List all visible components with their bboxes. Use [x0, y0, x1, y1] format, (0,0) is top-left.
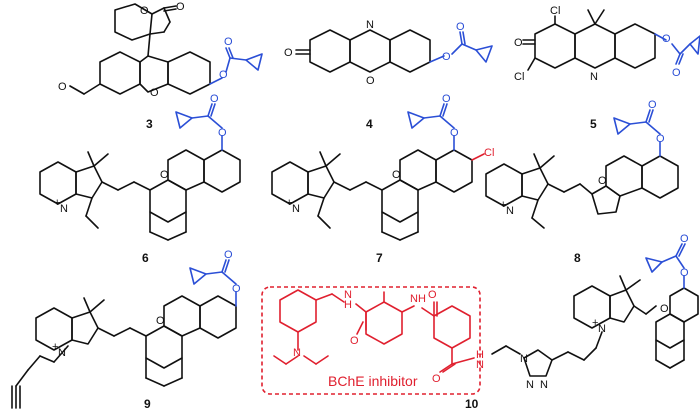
compound-6-structure: [39, 103, 241, 241]
compound-7-atom-o-ester-carbonyl: O: [442, 93, 451, 105]
compound-10-atom-n-triazole-2: N: [526, 379, 534, 391]
compound-10-atom-o-2: O: [428, 289, 437, 301]
compound-4-atom-o-ester-carbonyl: O: [456, 21, 465, 33]
compound-8-atom-o-ring: O: [598, 175, 607, 187]
compound-5-atom-o-ester-carbonyl: O: [672, 67, 681, 79]
compound-7-atom-n: N: [292, 203, 300, 215]
compound-5-atom-cl-top: Cl: [550, 5, 560, 17]
compound-10-atom-o-ring: O: [660, 303, 669, 315]
compound-4-atom-o-ester: O: [442, 51, 451, 63]
compound-10-atom-n-3: N: [476, 359, 484, 371]
compound-10-atom-o-3: O: [432, 373, 441, 385]
compound-10-atom-n-triazole-3: N: [540, 379, 548, 391]
compound-5-structure: [522, 9, 700, 71]
compound-8-label: 8: [574, 251, 581, 265]
compound-3-atom-o-ester-carbonyl: O: [224, 36, 233, 48]
compound-10-atom-h-3: H: [476, 349, 484, 361]
compound-10-label: 10: [465, 397, 479, 411]
compound-5-atom-cl-bottom: Cl: [514, 71, 524, 83]
compound-7-charge: +: [286, 197, 292, 209]
compound-10-atom-nh-2: NH: [410, 293, 426, 305]
compound-4-label: 4: [366, 117, 373, 131]
compound-10-charge: +: [592, 317, 598, 329]
compound-7-atom-cl: Cl: [484, 147, 494, 159]
compound-3-structure: [69, 3, 263, 95]
compound-4-atom-o-ring: O: [366, 75, 375, 87]
compound-6-atom-o-ester: O: [218, 127, 227, 139]
compound-9-atom-n: N: [58, 347, 66, 359]
compound-10-atom-o-1: O: [350, 335, 359, 347]
compound-3-atom-o-top: O: [140, 5, 149, 17]
compound-7-atom-o-ring: O: [392, 169, 401, 181]
bche-inhibitor-box: [261, 286, 481, 395]
compound-6-atom-n: N: [60, 203, 68, 215]
compound-3-label: 3: [146, 117, 153, 131]
compound-7-label: 7: [376, 251, 383, 265]
compound-9-atom-o-ester-carbonyl: O: [224, 249, 233, 261]
compound-9-atom-o-ester: O: [232, 283, 241, 295]
compound-9-charge: +: [52, 341, 58, 353]
compound-8-atom-n: N: [506, 205, 514, 217]
compound-8-charge: +: [500, 199, 506, 211]
compound-5-atom-o-ester: O: [662, 33, 671, 45]
compound-3-atom-o-ring: O: [150, 87, 159, 99]
compound-5-atom-o-keto: O: [514, 37, 523, 49]
compound-8-atom-o-ester: O: [656, 133, 665, 145]
compound-10-atom-n-amine: N: [293, 347, 301, 359]
compound-9-structure: [11, 259, 237, 409]
compound-6-charge: +: [54, 197, 60, 209]
compound-4-atom-n: N: [366, 19, 374, 31]
compound-10-atom-o-ester-carbonyl: O: [680, 233, 689, 245]
compound-10-atom-nh-1: H: [344, 299, 352, 311]
compound-6-label: 6: [142, 251, 149, 265]
compound-8-atom-o-ester-carbonyl: O: [648, 99, 657, 111]
compound-5-label: 5: [590, 117, 597, 131]
compound-3-atom-o-ester: O: [219, 69, 228, 81]
compound-4-structure: [295, 29, 493, 73]
compound-5-atom-n: N: [590, 71, 598, 83]
compound-3-atom-o-methoxy: O: [58, 81, 67, 93]
compound-10-atom-n-1: N: [344, 289, 352, 301]
compound-6-atom-o-ring: O: [160, 169, 169, 181]
compound-6-atom-o-ester-carbonyl: O: [210, 93, 219, 105]
compound-10-inhibitor-part: [273, 289, 475, 373]
compound-9-atom-o-ring: O: [156, 315, 165, 327]
compound-4-atom-o-keto: O: [284, 47, 293, 59]
compound-10-probe-part: [491, 243, 699, 377]
compound-3-atom-o-carbonyl: O: [176, 1, 185, 13]
bche-inhibitor-label: BChE inhibitor: [328, 373, 418, 389]
compound-8-structure: [485, 109, 679, 229]
compound-7-atom-o-ester: O: [450, 127, 459, 139]
compound-10-atom-o-ester: O: [680, 267, 689, 279]
compound-7-structure: [271, 103, 485, 241]
compound-9-label: 9: [144, 397, 151, 411]
compound-10-atom-n-triazole-1: N: [520, 353, 528, 365]
compound-10-atom-n-plus: N: [598, 323, 606, 335]
